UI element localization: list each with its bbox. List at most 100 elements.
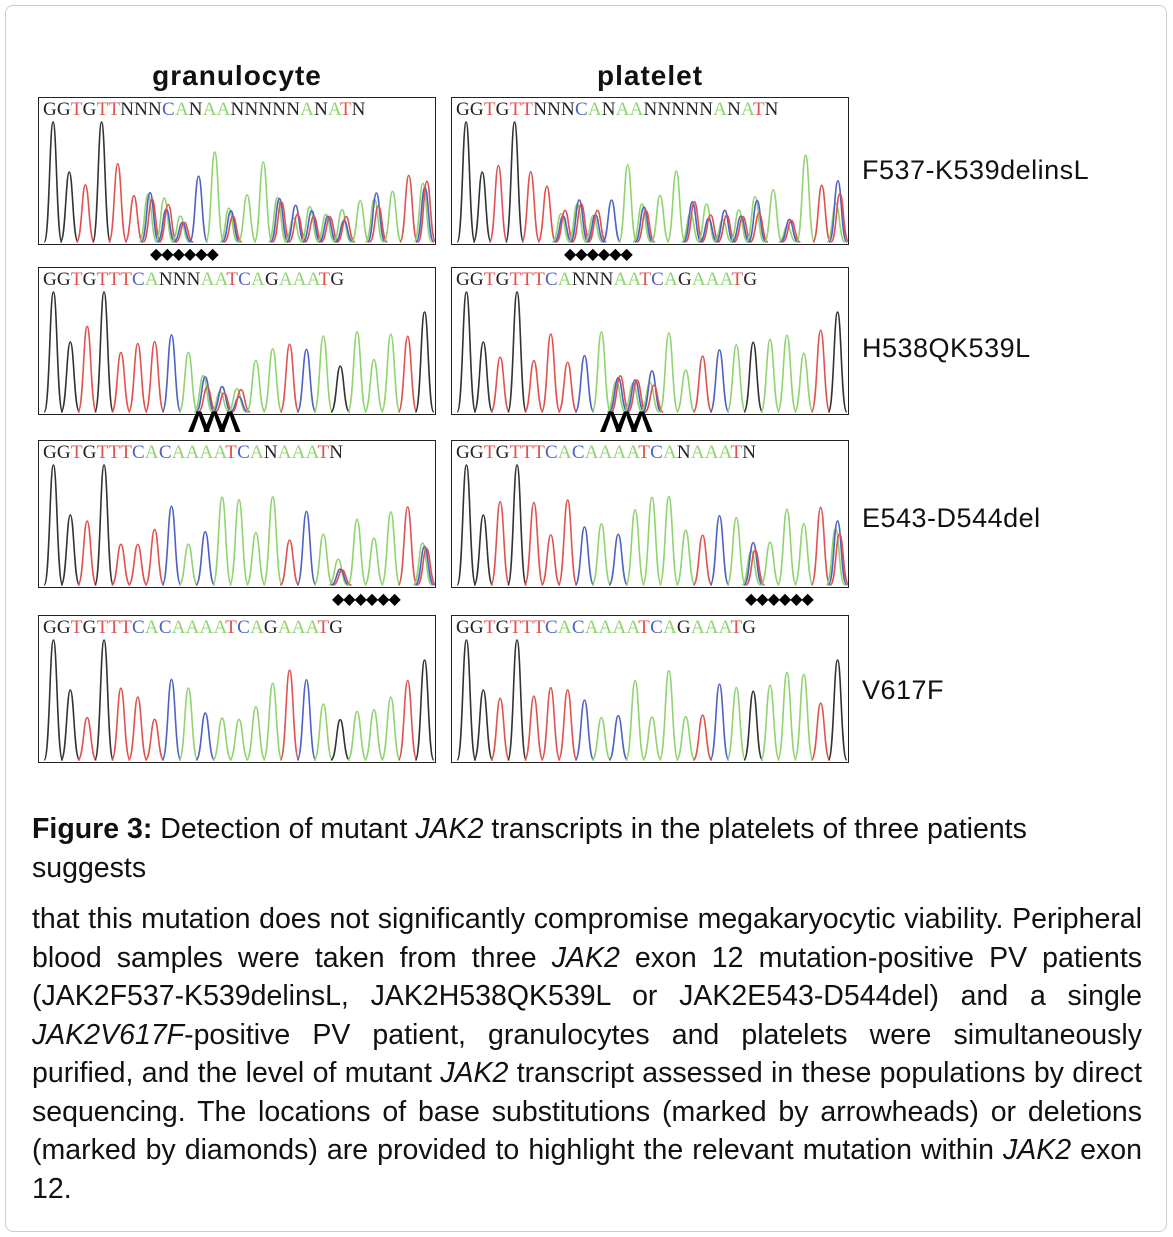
trace-peak — [709, 514, 730, 586]
trace-peak — [574, 354, 595, 413]
trace-peak — [127, 543, 148, 586]
trace-peak — [313, 335, 334, 413]
trace-peak — [110, 543, 131, 586]
trace-peak — [504, 121, 525, 243]
trace-peak — [523, 359, 544, 413]
trace-peak — [43, 121, 63, 243]
trace-peak — [644, 384, 664, 413]
deletion-diamond-markers: ◆◆◆◆◆◆ — [150, 246, 219, 263]
trace-peak — [267, 196, 288, 243]
trace-peak — [161, 505, 182, 586]
base-sequence: GGTGTTTCANNNAATCAGAAATG — [43, 269, 345, 290]
caption-text: transcripts in the platelets of three pa… — [32, 813, 1027, 884]
trace-peak — [472, 171, 492, 243]
trace-peak — [709, 683, 730, 761]
trace-peak — [763, 188, 783, 243]
caption-gene: JAK2 — [551, 941, 620, 974]
trace-peak — [330, 568, 350, 586]
trace-peak — [223, 215, 243, 243]
trace-peak — [140, 191, 160, 243]
trace-peak — [304, 215, 324, 243]
trace-peak — [557, 361, 578, 413]
trace-peak — [318, 215, 338, 243]
trace-peak — [658, 669, 679, 761]
trace-peak — [414, 545, 435, 586]
trace-peak — [363, 537, 385, 586]
trace-peak — [279, 539, 300, 586]
trace-peak — [245, 531, 266, 586]
trace-peak — [253, 161, 273, 243]
trace-peak — [574, 699, 595, 761]
trace-peak — [456, 291, 477, 413]
trace-peak — [271, 201, 292, 243]
trace-peak — [827, 520, 848, 586]
trace-peak — [178, 351, 199, 413]
trace-peak — [743, 541, 764, 586]
trace-peak — [175, 221, 194, 243]
trace-peak — [810, 702, 831, 761]
trace-peak — [490, 356, 511, 413]
trace-peak — [60, 341, 81, 413]
trace-peak — [557, 499, 578, 586]
trace-peak — [75, 184, 96, 243]
trace-peak — [188, 175, 209, 243]
chromatogram-trace — [456, 291, 848, 413]
trace-peak — [300, 205, 320, 243]
trace-peak — [540, 534, 561, 586]
deletion-diamond-markers: ◆◆◆◆◆◆ — [332, 591, 401, 608]
trace-peak — [77, 520, 98, 586]
trace-peak — [729, 209, 749, 243]
trace-peak — [640, 381, 660, 413]
trace-peak — [142, 198, 162, 243]
row-label: V617F — [862, 675, 945, 705]
chromatogram-trace — [456, 639, 848, 761]
trace-peak — [144, 528, 165, 586]
trace-peak — [608, 533, 629, 586]
trace-peak — [350, 199, 370, 243]
trace-peak — [506, 291, 528, 413]
chromatogram-panel: GGTGTTTCANNNAATCAGAAATG — [38, 267, 436, 415]
caption-gene: JAK2 — [1003, 1134, 1072, 1166]
trace-peak — [608, 714, 629, 761]
trace-peak — [195, 530, 216, 586]
trace-peak — [347, 710, 368, 761]
trace-peak — [523, 501, 544, 586]
trace-peak — [636, 209, 656, 243]
trace-peak — [363, 358, 385, 413]
chromatogram-trace — [456, 464, 848, 586]
chromatogram-panel: GGTGTTNNNCANAANNNNNANATN — [38, 97, 436, 245]
trace-peak — [228, 718, 250, 761]
trace-peak — [212, 385, 232, 413]
trace-peak — [793, 352, 814, 413]
base-sequence: GGTGTTTCANNNAATCAGAAATG — [456, 269, 758, 290]
trace-peak — [399, 174, 419, 243]
trace-peak — [262, 347, 283, 413]
trace-peak — [245, 705, 266, 761]
trace-peak — [302, 210, 322, 243]
trace-peak — [161, 334, 182, 413]
trace-peak — [397, 506, 418, 586]
trace-peak — [332, 208, 352, 243]
trace-peak — [161, 678, 182, 761]
trace-peak — [412, 542, 433, 586]
trace-peak — [262, 496, 283, 586]
base-sequence: GGTGTTTCACAAAATCANAAATN — [43, 442, 344, 463]
trace-peak — [776, 334, 798, 413]
trace-peak — [245, 359, 266, 413]
trace-peak — [473, 514, 494, 586]
trace-peak — [731, 215, 751, 243]
trace-peak — [715, 209, 735, 243]
trace-peak — [634, 206, 654, 243]
trace-peak — [144, 718, 165, 761]
trace-peak — [110, 351, 131, 413]
column-header-granulocyte: granulocyte — [152, 60, 322, 91]
chromatogram-trace — [43, 121, 435, 243]
caption-text: that this mutation does not significantl… — [32, 903, 1142, 974]
chromatogram-panel: GGTGTTTCACAAAATCAGAAATG — [451, 615, 849, 763]
trace-peak — [43, 291, 64, 413]
trace-peak — [279, 669, 300, 761]
trace-peak — [473, 341, 494, 413]
trace-peak — [743, 341, 764, 413]
trace-peak — [540, 333, 561, 413]
figure-caption-body: that this mutation does not significantl… — [32, 900, 1142, 1208]
